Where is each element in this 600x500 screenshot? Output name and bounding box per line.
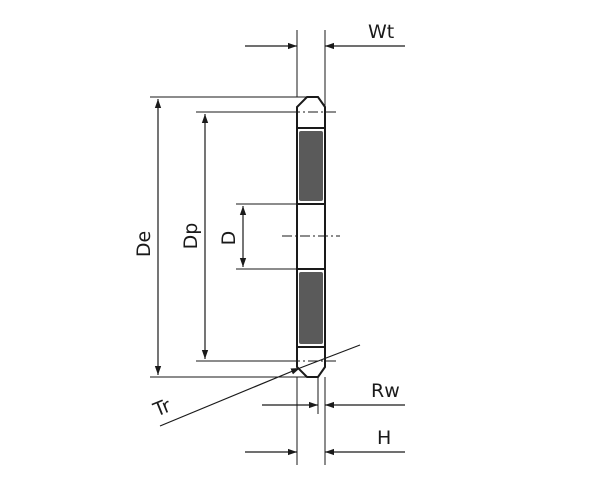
- label-de: De: [133, 231, 155, 257]
- dim-tr-leader: [159, 367, 301, 427]
- dimension-lines: [154, 42, 405, 456]
- label-wt: Wt: [368, 21, 394, 43]
- label-tr: Tr: [149, 395, 174, 422]
- label-d: D: [218, 231, 240, 246]
- section-hatch-upper: [299, 131, 323, 201]
- label-dp: Dp: [180, 223, 202, 250]
- label-rw: Rw: [371, 380, 400, 402]
- label-h: H: [377, 427, 391, 449]
- extension-lines: [150, 30, 326, 465]
- section-hatch-lower: [299, 272, 323, 344]
- dim-tr-leader-ext: [299, 344, 361, 369]
- center-lines: [282, 111, 340, 362]
